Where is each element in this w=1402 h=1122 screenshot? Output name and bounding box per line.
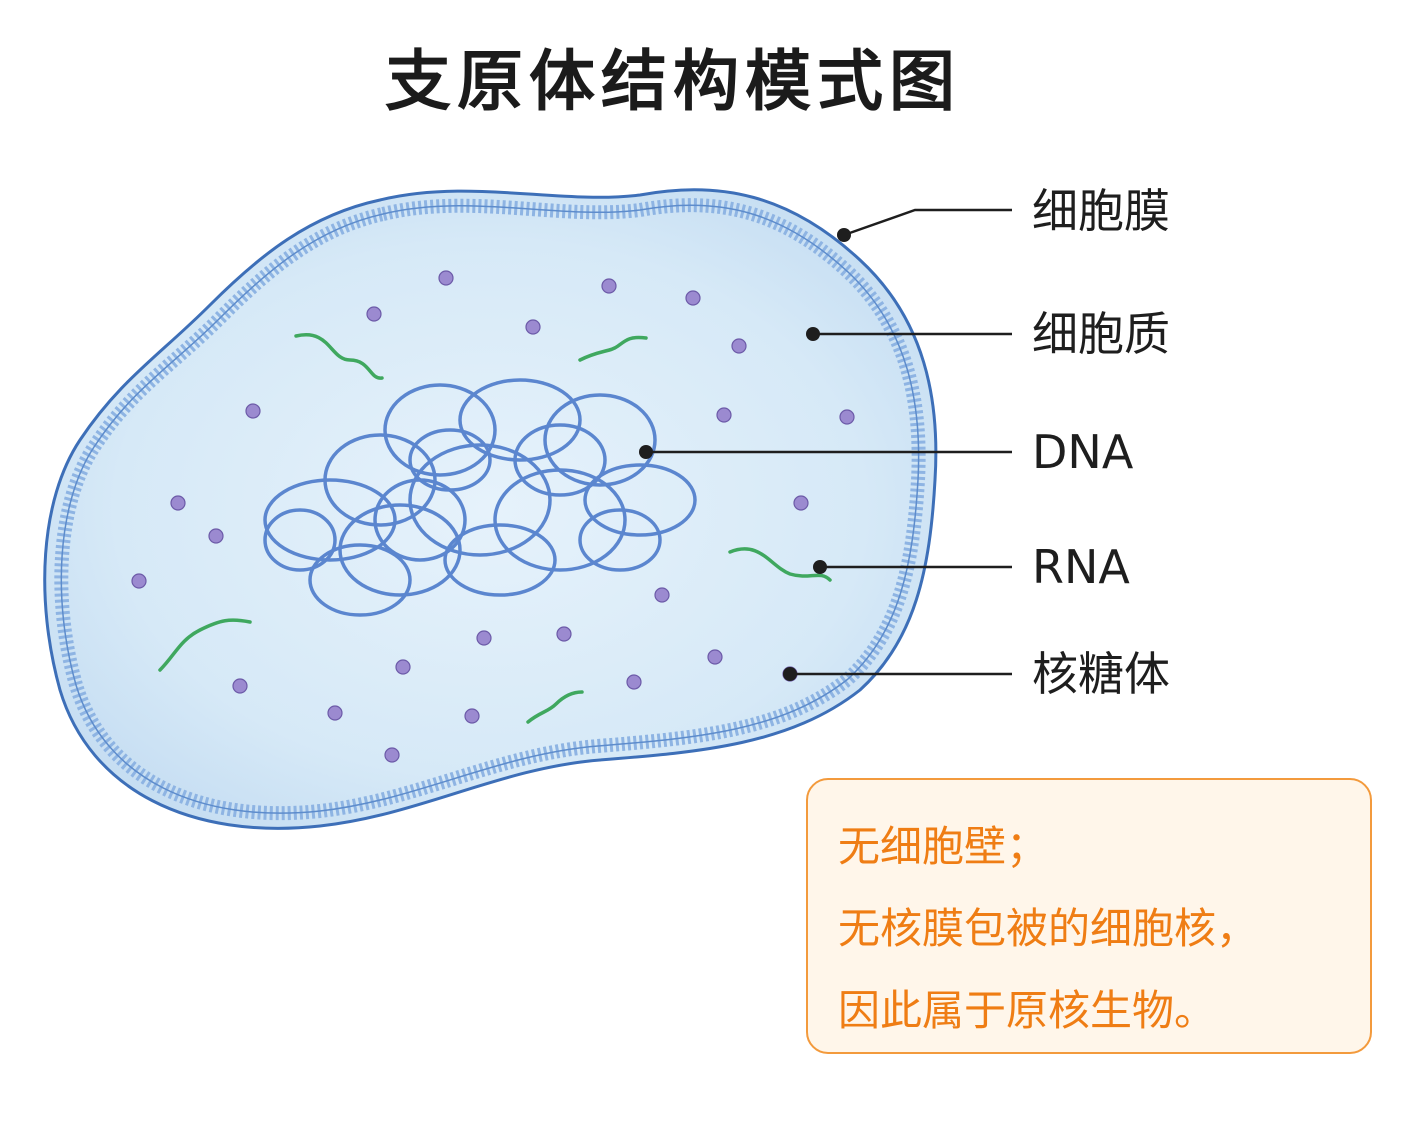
ribosome-dot [438,270,454,286]
ribosome-dot [716,407,732,423]
ribosome-dot [327,705,343,721]
ribosome-dot [707,649,723,665]
ribosome-dot [366,306,382,322]
ribosome-dot [601,278,617,294]
ribosome-dot [232,678,248,694]
ribosome-dot [384,747,400,763]
leader-lines [646,208,1012,676]
ribosome-dot [839,409,855,425]
cytoplasm [43,188,938,830]
note-line-2: 无核膜包被的细胞核， [838,904,1259,953]
ribosome-dot [685,290,701,306]
ribosome-dot [170,495,186,511]
ribosome-dot [793,495,809,511]
ribosome-dot [556,626,572,642]
ribosome-dot [464,708,480,724]
label-ribosome: 核糖体 [1032,647,1170,701]
ribosome-dot [245,403,261,419]
diagram-title: 支原体结构模式图 [385,43,961,120]
ribosome-dot [476,630,492,646]
ribosome-dot [626,674,642,690]
note-line-1: 无细胞壁； [838,822,1049,871]
ribosome-dot [654,587,670,603]
ribosome-dot [525,319,541,335]
ribosome-dot [731,338,747,354]
dna-coil [263,378,697,617]
leader-dots [639,228,851,681]
rna-strands [158,332,832,724]
label-cytoplasm: 细胞质 [1032,307,1170,361]
ribosome-dot [208,528,224,544]
ribosome-dot [131,573,147,589]
note-line-3: 因此属于原核生物。 [838,986,1217,1035]
ribosome-dot [395,659,411,675]
label-dna: DNA [1032,425,1134,479]
label-membrane: 细胞膜 [1032,184,1170,238]
note-box: 无细胞壁； 无核膜包被的细胞核， 因此属于原核生物。 [806,778,1372,1054]
label-rna: RNA [1032,540,1130,594]
